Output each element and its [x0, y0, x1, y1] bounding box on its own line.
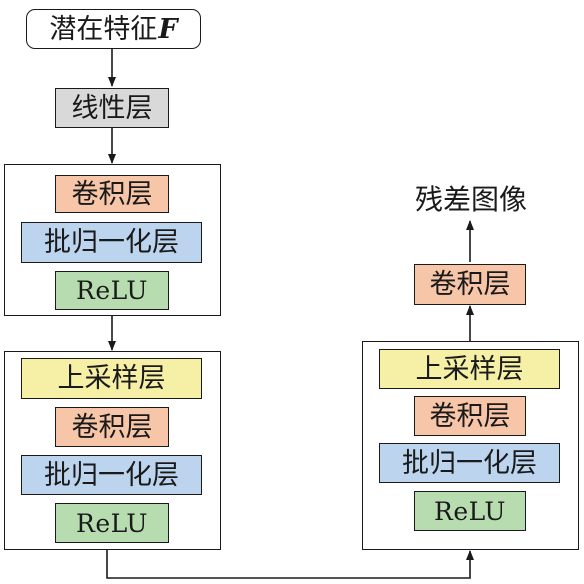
block1-frame: [4, 164, 221, 316]
linear-layer: 线性层: [55, 88, 169, 128]
block2-batchnorm-label: 批归一化层: [44, 459, 179, 491]
block3-relu-layer: ReLU: [414, 491, 526, 531]
block3-conv-label: 卷积层: [429, 400, 511, 432]
block2-conv-label: 卷积层: [71, 411, 153, 443]
block1-batchnorm-layer: 批归一化层: [21, 222, 202, 263]
block3-batchnorm-label: 批归一化层: [402, 447, 537, 479]
input-symbol: F: [158, 13, 178, 45]
final-conv-label: 卷积层: [429, 269, 511, 300]
block3-frame: [362, 341, 579, 550]
block2-upsample-layer: 上采样层: [21, 358, 202, 399]
block1-conv-label: 卷积层: [71, 178, 153, 210]
block3-conv-layer: 卷积层: [414, 396, 526, 436]
block2-batchnorm-layer: 批归一化层: [21, 455, 202, 495]
block1-relu-label: ReLU: [76, 276, 148, 305]
block2-relu-layer: ReLU: [55, 503, 169, 543]
block3-upsample-layer: 上采样层: [379, 349, 560, 389]
block1-conv-layer: 卷积层: [55, 175, 169, 213]
block2-frame: [4, 351, 221, 550]
block1-relu-layer: ReLU: [55, 271, 169, 310]
block1-batchnorm-label: 批归一化层: [44, 227, 179, 258]
block3-relu-label: ReLU: [434, 496, 506, 526]
block2-upsample-label: 上采样层: [57, 363, 166, 394]
block3-batchnorm-layer: 批归一化层: [379, 443, 560, 483]
wire-block2-to-block3: [106, 550, 474, 579]
block3-upsample-label: 上采样层: [415, 353, 524, 385]
output-label: 残差图像: [414, 183, 527, 216]
block2-conv-layer: 卷积层: [55, 407, 169, 447]
final-conv-layer: 卷积层: [414, 264, 526, 305]
block2-relu-label: ReLU: [76, 508, 148, 538]
input-label: 潜在特征: [49, 13, 158, 45]
linear-layer-label: 线性层: [71, 92, 153, 124]
